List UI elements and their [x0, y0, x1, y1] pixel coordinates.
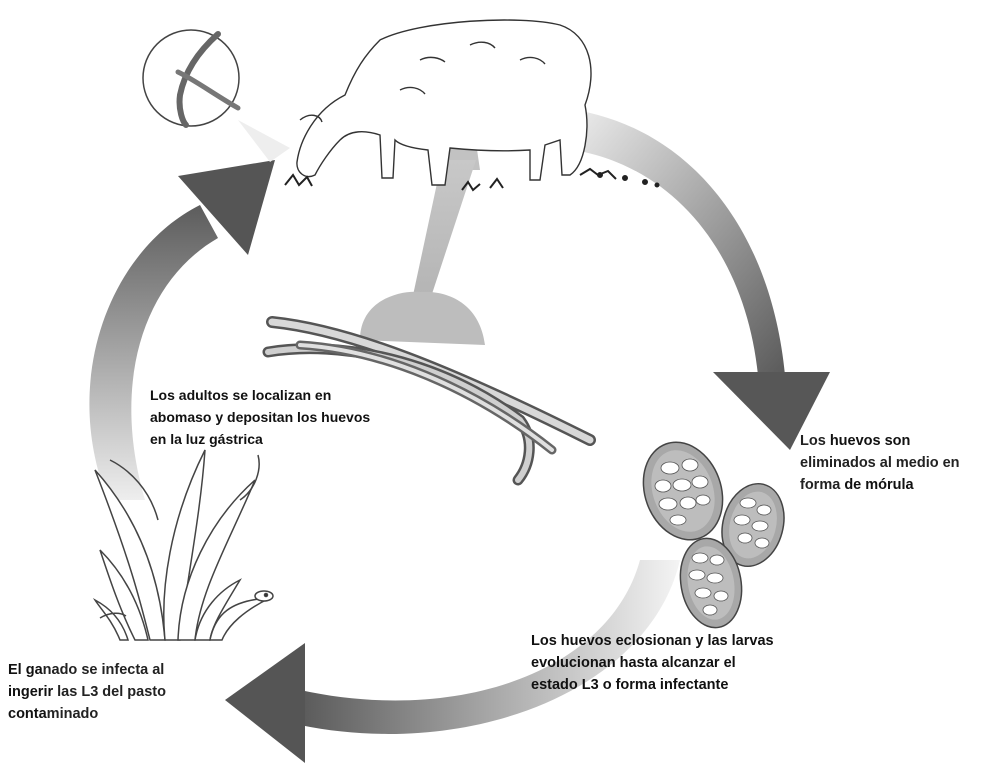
eggs-hatch-label: Los huevos eclosionan y las larvas evolu… — [531, 630, 831, 696]
adults-location-label: Los adultos se localizan en abomaso y de… — [150, 384, 450, 450]
infect-line-3-b: minado — [47, 706, 99, 722]
livestock-infection-label: El ganado se infecta al ingerir las L3 d… — [8, 659, 228, 725]
eggs-line-1-bold: huevos son — [830, 433, 911, 449]
infect-line-2-b: las L3 del pasto — [53, 684, 166, 700]
adults-line-2: abomaso y depositan los huevos — [150, 406, 450, 428]
adults-line-1: Los adultos se localizan en — [150, 384, 450, 406]
eggs-line-3-b: de mórula — [844, 477, 913, 493]
infect-line-1-b: nado se infecta al — [43, 662, 165, 678]
eggs-line-3: forma de mórula — [800, 474, 990, 496]
eggs-line-3-a: forma — [800, 477, 844, 493]
hatch-line-2: evolucionan hasta alcanzar el — [531, 652, 831, 674]
eggs-line-2: eliminados al medio en — [800, 452, 990, 474]
infect-line-3-a: conta — [8, 706, 47, 722]
sheep-icon — [297, 20, 591, 185]
infect-line-1-a: El ga — [8, 662, 43, 678]
adults-line-3: en la luz gástrica — [150, 428, 450, 450]
eggs-eliminated-label: Los huevos son eliminados al medio en fo… — [800, 430, 990, 496]
worm-inset-icon — [143, 30, 290, 162]
infect-line-1: El ganado se infecta al — [8, 659, 228, 681]
cycle-arrow-icon — [560, 108, 830, 450]
hatch-line-3: estado L3 o forma infectante — [531, 674, 831, 696]
eggs-line-1: Los huevos son — [800, 430, 990, 452]
hatch-line-1: Los huevos eclosionan y las larvas — [531, 630, 831, 652]
infect-line-3: contaminado — [8, 703, 228, 725]
infect-line-2: ingerir las L3 del pasto — [8, 681, 228, 703]
infect-line-2-a: ingerir — [8, 684, 53, 700]
eggs-line-1-prefix: Los — [800, 433, 830, 449]
egg-icon — [630, 431, 736, 551]
